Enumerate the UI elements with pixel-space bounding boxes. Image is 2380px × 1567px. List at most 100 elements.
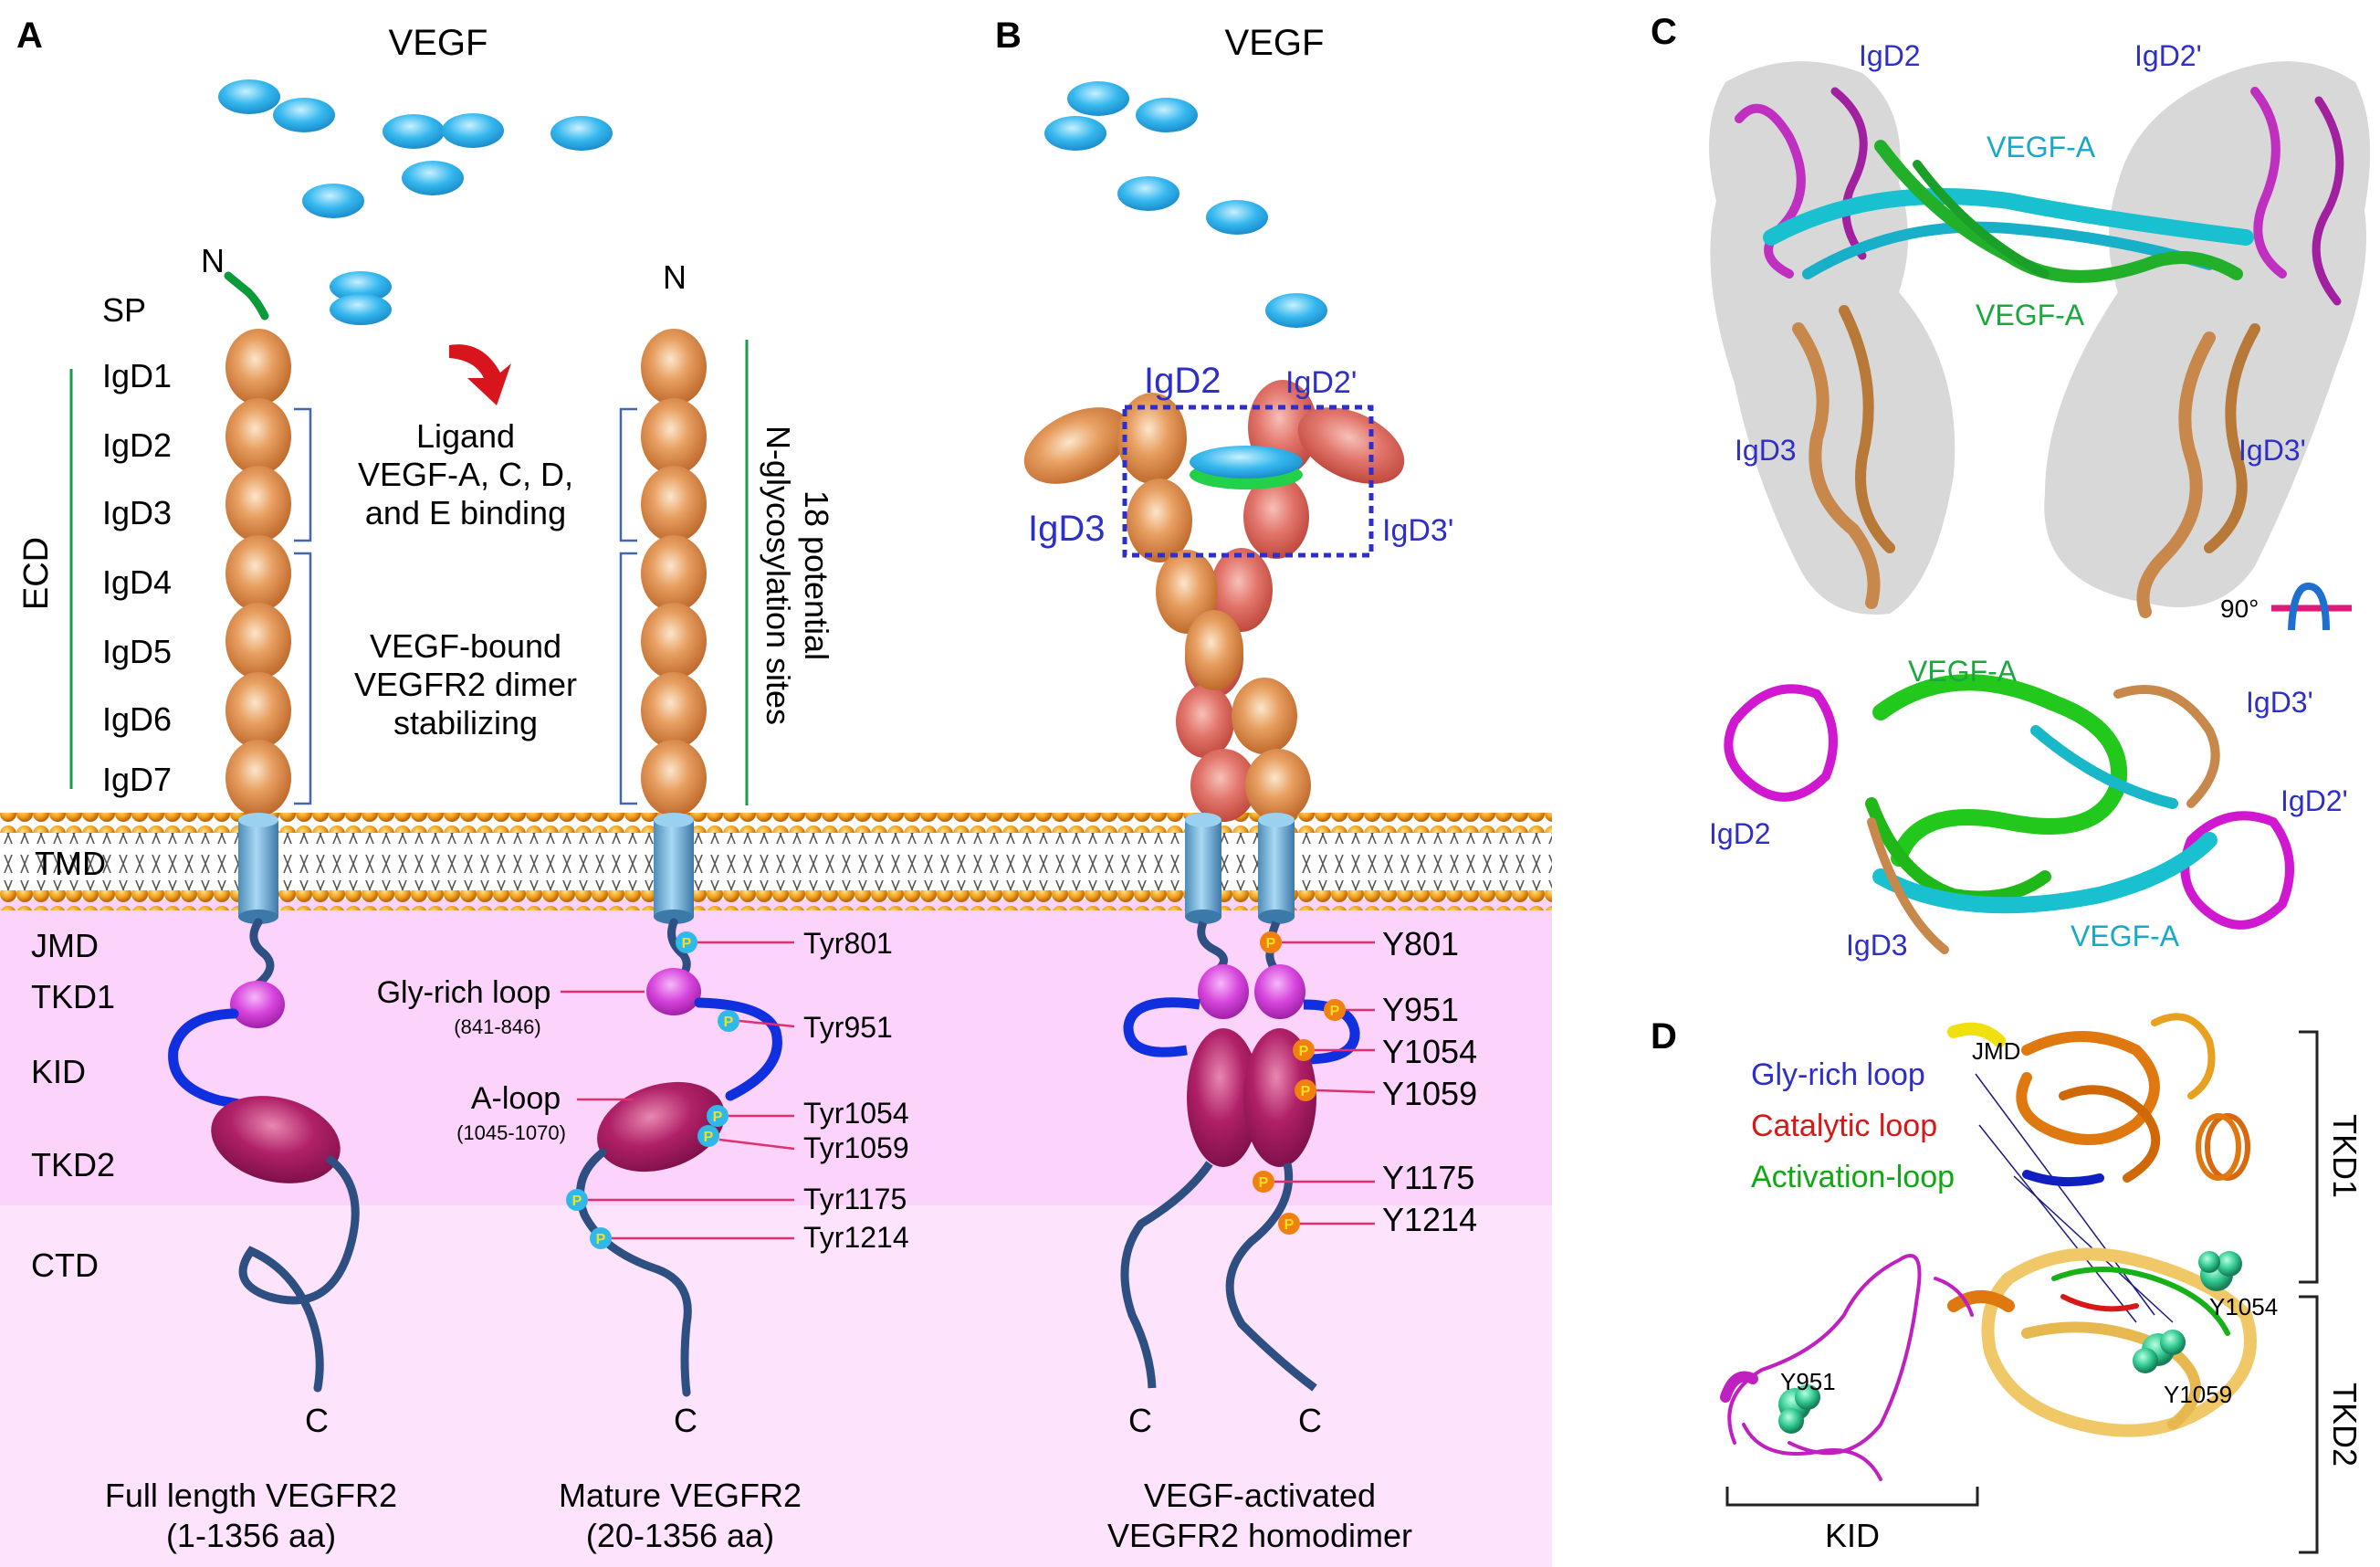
svg-text:VEGFR2 dimer: VEGFR2 dimer bbox=[354, 666, 577, 703]
svg-text:VEGF-A: VEGF-A bbox=[1976, 299, 2085, 331]
igd4-label: IgD4 bbox=[102, 563, 172, 601]
glycosylation-text: 18 potential N-glycosylation sites bbox=[760, 426, 835, 725]
dimer-text: VEGF-bound VEGFR2 dimer stabilizing bbox=[354, 627, 577, 741]
svg-text:Tyr951: Tyr951 bbox=[803, 1011, 893, 1044]
igd7-label: IgD7 bbox=[102, 761, 172, 798]
svg-text:P: P bbox=[1284, 1217, 1295, 1233]
svg-text:and E binding: and E binding bbox=[365, 494, 566, 531]
c-terminus-dimer-left: C bbox=[1128, 1402, 1152, 1439]
svg-text:P: P bbox=[1266, 936, 1276, 952]
c-terminus-full: C bbox=[305, 1402, 329, 1439]
svg-text:IgD3: IgD3 bbox=[1735, 434, 1797, 467]
svg-text:P: P bbox=[596, 1232, 606, 1247]
svg-text:Y951: Y951 bbox=[1382, 991, 1459, 1028]
svg-text:Y951: Y951 bbox=[1780, 1368, 1836, 1395]
igd3-label: IgD3 bbox=[102, 494, 172, 531]
tmd-full bbox=[238, 813, 278, 924]
loop-labels-d: Gly-rich loop Catalytic loop Activation-… bbox=[1751, 1057, 1955, 1194]
svg-text:Tyr1214: Tyr1214 bbox=[803, 1221, 909, 1254]
svg-text:Full length VEGFR2: Full length VEGFR2 bbox=[105, 1477, 397, 1514]
svg-text:P: P bbox=[713, 1110, 723, 1125]
svg-text:VEGF-bound: VEGF-bound bbox=[370, 627, 561, 665]
panel-letter-d: D bbox=[1651, 1016, 1677, 1057]
panel-letter-a: A bbox=[16, 16, 43, 56]
svg-text:JMD: JMD bbox=[1972, 1037, 2020, 1065]
svg-text:IgD3: IgD3 bbox=[1028, 509, 1106, 549]
binding-arrow bbox=[449, 344, 511, 405]
svg-text:TKD2: TKD2 bbox=[31, 1146, 115, 1183]
caption-full: Full length VEGFR2 (1-1356 aa) bbox=[105, 1477, 397, 1554]
ig-domains-full bbox=[225, 329, 291, 816]
igd6-label: IgD6 bbox=[102, 700, 172, 738]
dimer-ig-domains bbox=[1023, 380, 1405, 822]
igd5-label: IgD5 bbox=[102, 633, 172, 670]
panel-letter-b: B bbox=[995, 16, 1022, 56]
tmd-mature bbox=[654, 813, 694, 924]
svg-text:P: P bbox=[1259, 1175, 1269, 1191]
sp-label: SP bbox=[102, 291, 146, 329]
tkd2-full bbox=[211, 1096, 341, 1183]
svg-text:Y1054: Y1054 bbox=[1382, 1033, 1477, 1070]
structure-bottom-labels: VEGF-A IgD3' IgD2 IgD2' IgD3 VEGF-A bbox=[1709, 655, 2348, 962]
svg-text:P: P bbox=[1301, 1084, 1311, 1099]
structure-top-labels: IgD2 IgD2' VEGF-A VEGF-A IgD3 IgD3' bbox=[1735, 39, 2306, 467]
n-terminus-mature: N bbox=[663, 258, 687, 296]
svg-text:Gly-rich loop: Gly-rich loop bbox=[1751, 1057, 1925, 1092]
tyrosine-labels-mature: Tyr801 Tyr951 Tyr1054 Tyr1059 Tyr1175 Ty… bbox=[803, 927, 909, 1254]
svg-text:stabilizing: stabilizing bbox=[393, 704, 538, 741]
svg-text:Ligand: Ligand bbox=[416, 417, 515, 455]
ecd-label: ECD bbox=[17, 537, 56, 610]
svg-text:Y1175: Y1175 bbox=[1382, 1159, 1474, 1196]
cell-membrane bbox=[0, 813, 1552, 910]
igd-labels-full: IgD1 IgD2 IgD3 IgD4 IgD5 IgD6 IgD7 bbox=[102, 357, 172, 798]
svg-text:P: P bbox=[1330, 1004, 1340, 1019]
rotation-icon bbox=[2271, 583, 2352, 631]
svg-text:IgD2': IgD2' bbox=[1285, 365, 1357, 400]
svg-text:VEGFR2 homodimer: VEGFR2 homodimer bbox=[1107, 1517, 1412, 1554]
igd-labels-b: IgD2 IgD2' IgD3 IgD3' bbox=[1028, 361, 1453, 549]
svg-text:Tyr1059: Tyr1059 bbox=[803, 1131, 909, 1164]
svg-text:VEGF-activated: VEGF-activated bbox=[1144, 1477, 1376, 1514]
c-terminus-mature: C bbox=[674, 1402, 697, 1439]
svg-text:N-glycosylation sites: N-glycosylation sites bbox=[760, 426, 797, 725]
ligand-title-b: VEGF bbox=[1225, 23, 1325, 63]
svg-text:JMD: JMD bbox=[31, 927, 99, 964]
signal-peptide bbox=[224, 271, 269, 321]
svg-text:(20-1356 aa): (20-1356 aa) bbox=[586, 1517, 774, 1554]
n-terminus-full: N bbox=[201, 242, 225, 279]
caption-dimer: VEGF-activated VEGFR2 homodimer bbox=[1107, 1477, 1412, 1554]
tkd1-dimer-right bbox=[1254, 964, 1305, 1019]
jmd-chain-full bbox=[249, 918, 275, 989]
svg-text:IgD3': IgD3' bbox=[2246, 686, 2313, 719]
svg-text:KID: KID bbox=[31, 1053, 86, 1090]
svg-text:IgD3': IgD3' bbox=[1382, 513, 1453, 548]
svg-text:(1-1356 aa): (1-1356 aa) bbox=[166, 1517, 336, 1554]
tkd1-mature bbox=[646, 968, 701, 1015]
tkd2-label-d: TKD2 bbox=[2326, 1383, 2364, 1467]
intracellular-labels: JMD TKD1 KID TKD2 CTD bbox=[31, 927, 115, 1284]
svg-text:VEGF-A: VEGF-A bbox=[1908, 655, 2018, 688]
svg-text:Tyr1175: Tyr1175 bbox=[803, 1183, 907, 1215]
svg-text:IgD3': IgD3' bbox=[2238, 434, 2306, 467]
svg-text:IgD2: IgD2 bbox=[1859, 39, 1921, 72]
svg-text:Y1054: Y1054 bbox=[2209, 1293, 2278, 1320]
svg-text:IgD2': IgD2' bbox=[2280, 784, 2348, 817]
tkd2-mature bbox=[597, 1081, 725, 1173]
kid-label-d: KID bbox=[1825, 1517, 1880, 1554]
structure-top-ribbons bbox=[1735, 87, 2344, 618]
igd1-label: IgD1 bbox=[102, 357, 172, 394]
svg-text:A-loop: A-loop bbox=[471, 1081, 561, 1116]
svg-text:P: P bbox=[1299, 1044, 1309, 1059]
panel-letter-c: C bbox=[1651, 12, 1677, 52]
svg-text:P: P bbox=[724, 1015, 734, 1030]
c-terminus-dimer-right: C bbox=[1298, 1402, 1322, 1439]
vegf-ligands-b bbox=[1044, 81, 1327, 328]
svg-text:Activation-loop: Activation-loop bbox=[1751, 1160, 1955, 1194]
svg-text:Y1059: Y1059 bbox=[1382, 1075, 1477, 1112]
tkd2-dimer-left bbox=[1187, 1028, 1260, 1167]
rotation-label: 90° bbox=[2220, 594, 2259, 623]
svg-text:Y1059: Y1059 bbox=[2164, 1381, 2232, 1408]
igd2-label: IgD2 bbox=[102, 426, 172, 464]
svg-text:18 potential: 18 potential bbox=[798, 490, 835, 660]
svg-text:IgD2: IgD2 bbox=[1709, 817, 1771, 850]
